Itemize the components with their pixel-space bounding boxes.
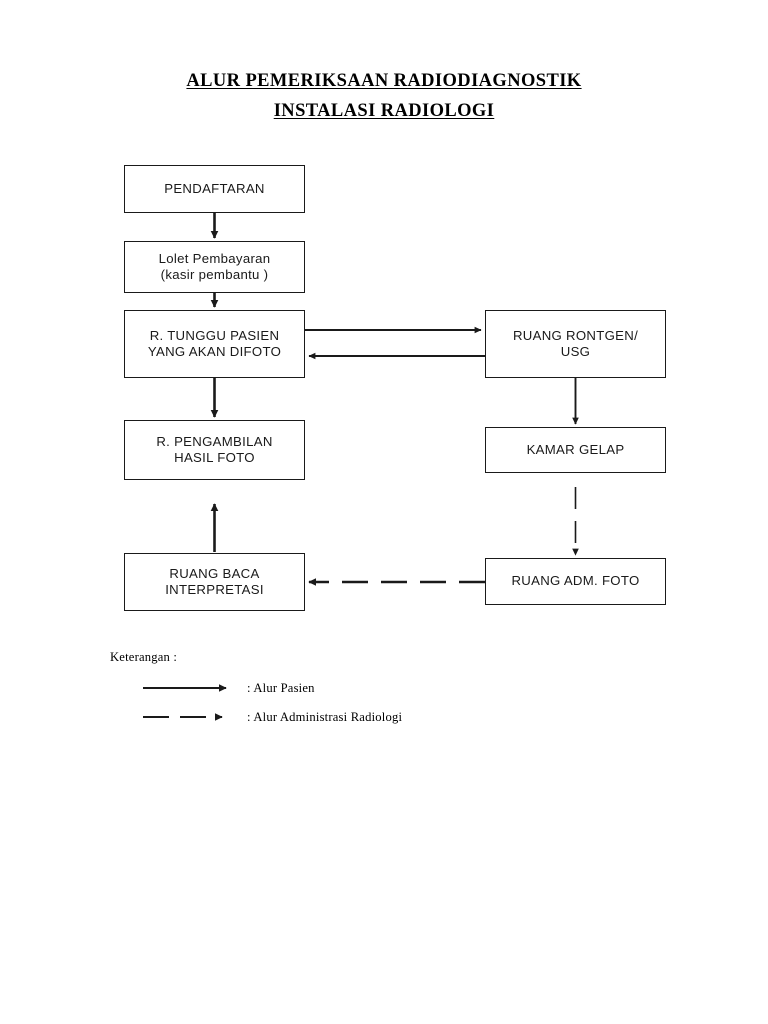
title-line-1: ALUR PEMERIKSAAN RADIODIAGNOSTIK [186,71,582,91]
flow-node-label: R. TUNGGU PASIEN YANG AKAN DIFOTO [147,327,282,360]
flow-node-loket-pembayaran[interactable]: Lolet Pembayaran (kasir pembantu ) [124,241,305,293]
flow-node-label: RUANG ADM. FOTO [511,573,640,589]
flow-node-ruang-tunggu-pasien[interactable]: R. TUNGGU PASIEN YANG AKAN DIFOTO [124,310,305,378]
flow-node-label: RUANG BACA INTERPRETASI [165,565,264,598]
flow-node-ruang-rontgen-usg[interactable]: RUANG RONTGEN/ USG [485,310,666,378]
legend-heading: Keterangan : [110,650,178,664]
title-line-2: INSTALASI RADIOLOGI [273,101,495,121]
flow-node-label: KAMAR GELAP [526,441,625,457]
flow-node-label: PENDAFTARAN [164,180,265,196]
flow-node-kamar-gelap[interactable]: KAMAR GELAP [485,427,666,473]
flow-node-ruang-pengambilan-hasil-foto[interactable]: R. PENGAMBILAN HASIL FOTO [124,420,305,480]
page-title: ALUR PEMERIKSAAN RADIODIAGNOSTIK INSTALA… [0,66,768,126]
flow-node-ruang-adm-foto[interactable]: RUANG ADM. FOTO [485,558,666,605]
flow-node-label: R. PENGAMBILAN HASIL FOTO [156,433,273,466]
legend-label-alur-pasien: : Alur Pasien [247,681,315,695]
flow-node-label: Lolet Pembayaran (kasir pembantu ) [158,250,271,283]
legend-label-alur-administrasi: : Alur Administrasi Radiologi [247,710,403,724]
flow-node-ruang-baca-interpretasi[interactable]: RUANG BACA INTERPRETASI [124,553,305,611]
flow-node-pendaftaran[interactable]: PENDAFTARAN [124,165,305,213]
flow-node-label: RUANG RONTGEN/ USG [512,327,639,360]
